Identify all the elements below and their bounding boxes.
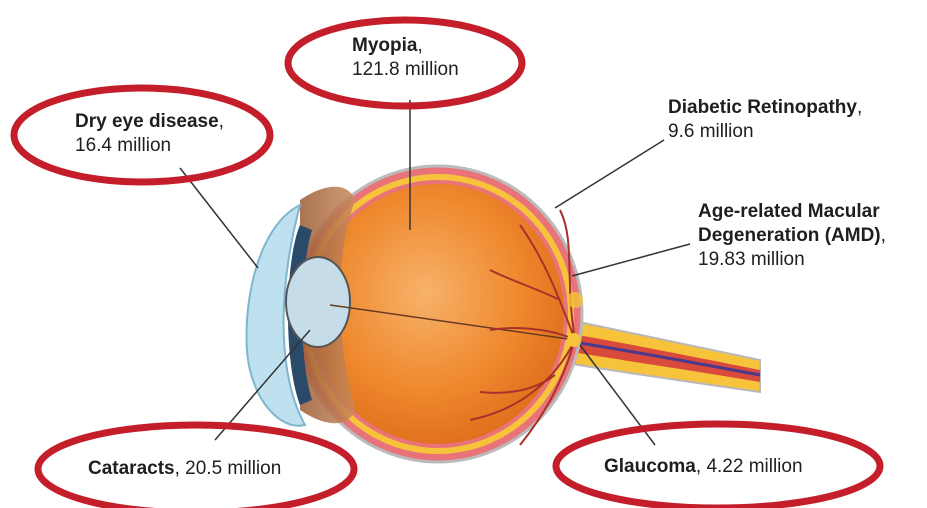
optic-disc bbox=[567, 333, 581, 347]
myopia-sep: , bbox=[417, 35, 422, 56]
label-glaucoma: Glaucoma, 4.22 million bbox=[604, 455, 803, 479]
cataracts-name: Cataracts bbox=[88, 458, 175, 479]
myopia-value: 121.8 million bbox=[352, 58, 459, 82]
diabetic-sep: , bbox=[857, 97, 862, 118]
label-dry-eye: Dry eye disease, 16.4 million bbox=[75, 110, 224, 158]
macula bbox=[567, 292, 583, 308]
label-diabetic-retinopathy: Diabetic Retinopathy, 9.6 million bbox=[668, 96, 862, 144]
amd-value: 19.83 million bbox=[698, 248, 886, 272]
dry-eye-value: 16.4 million bbox=[75, 134, 224, 158]
cataracts-value: 20.5 million bbox=[185, 458, 281, 479]
glaucoma-name: Glaucoma bbox=[604, 456, 696, 477]
diabetic-value: 9.6 million bbox=[668, 120, 862, 144]
label-cataracts: Cataracts, 20.5 million bbox=[88, 457, 281, 481]
label-myopia: Myopia, 121.8 million bbox=[352, 34, 459, 82]
cataracts-sep: , bbox=[175, 458, 180, 479]
optic-nerve bbox=[560, 318, 760, 392]
glaucoma-value: 4.22 million bbox=[706, 456, 802, 477]
amd-sep: , bbox=[881, 225, 886, 246]
label-amd: Age-related Macular Degeneration (AMD), … bbox=[698, 200, 886, 272]
glaucoma-sep: , bbox=[696, 456, 701, 477]
diabetic-name: Diabetic Retinopathy bbox=[668, 97, 857, 118]
dry-eye-sep: , bbox=[219, 111, 224, 132]
myopia-name: Myopia bbox=[352, 35, 417, 56]
lens bbox=[286, 257, 350, 347]
amd-name-line2: Degeneration (AMD) bbox=[698, 225, 881, 246]
amd-name-line1: Age-related Macular bbox=[698, 201, 880, 222]
dry-eye-name: Dry eye disease bbox=[75, 111, 219, 132]
